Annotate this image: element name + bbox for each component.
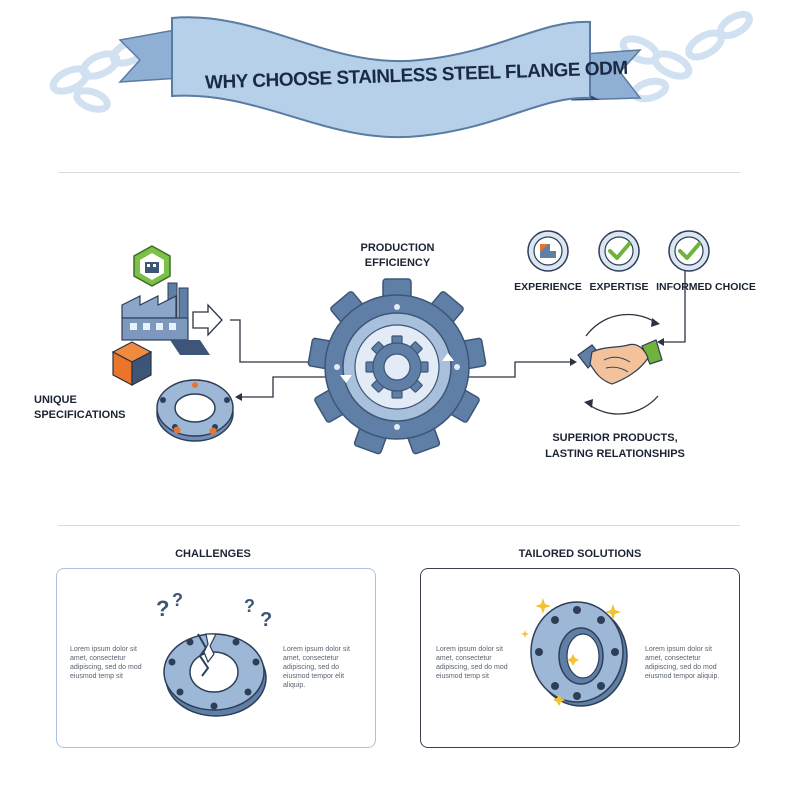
unique-specifications-line2: SPECIFICATIONS bbox=[34, 409, 126, 421]
banner bbox=[49, 10, 753, 139]
production-efficiency-label: PRODUCTION EFFICIENCY bbox=[340, 241, 455, 271]
broken-flange-icon: ? ? ? ? bbox=[156, 592, 272, 717]
badge-expertise-check-icon bbox=[598, 230, 640, 272]
sparkle-icon bbox=[521, 598, 621, 706]
result-label-line1: SUPERIOR PRODUCTS, bbox=[552, 432, 678, 444]
challenges-title: CHALLENGES bbox=[175, 548, 251, 560]
unique-specifications-line1: UNIQUE bbox=[34, 394, 77, 406]
question-mark-icon: ? bbox=[156, 596, 169, 621]
flow-diagram bbox=[111, 230, 710, 455]
badge-label-expertise: EXPERTISE bbox=[589, 281, 649, 293]
badge-label-informed-choice: INFORMED CHOICE bbox=[656, 281, 756, 293]
badge-informed-choice-check-icon bbox=[668, 230, 710, 272]
arrow-right-icon bbox=[192, 303, 223, 337]
top-divider bbox=[58, 172, 740, 173]
hexagon-building-icon bbox=[133, 245, 171, 287]
question-mark-icon: ? bbox=[244, 596, 255, 616]
solutions-right-text: Lorem ipsum dolor sit amet, consectetur … bbox=[645, 646, 720, 680]
handshake-icon bbox=[577, 313, 663, 415]
gear-icon bbox=[307, 278, 487, 455]
tailored-solutions-title: TAILORED SOLUTIONS bbox=[518, 548, 642, 560]
question-mark-icon: ? bbox=[172, 592, 183, 610]
flange-ring-icon bbox=[156, 379, 234, 442]
result-label: SUPERIOR PRODUCTS, LASTING RELATIONSHIPS bbox=[530, 430, 700, 462]
cube-icon bbox=[111, 341, 153, 386]
unique-specifications-label: UNIQUE SPECIFICATIONS bbox=[34, 393, 134, 423]
badge-experience-icon bbox=[527, 230, 569, 272]
challenges-left-text: Lorem ipsum dolor sit amet, consectetur … bbox=[70, 646, 142, 680]
challenges-right-text: Lorem ipsum dolor sit amet, consectetur … bbox=[283, 646, 350, 689]
solutions-left-text: Lorem ipsum dolor sit amet, consectetur … bbox=[436, 646, 508, 680]
production-efficiency-line1: PRODUCTION bbox=[360, 242, 435, 254]
result-label-line2: LASTING RELATIONSHIPS bbox=[545, 448, 685, 460]
question-mark-icon: ? bbox=[260, 609, 272, 631]
factory-icon bbox=[121, 282, 210, 355]
production-efficiency-line2: EFFICIENCY bbox=[364, 257, 431, 269]
badge-label-experience: EXPERIENCE bbox=[514, 281, 582, 293]
middle-divider bbox=[58, 525, 740, 526]
polished-flange-icon bbox=[521, 598, 628, 707]
chain-right-icon bbox=[619, 10, 753, 103]
